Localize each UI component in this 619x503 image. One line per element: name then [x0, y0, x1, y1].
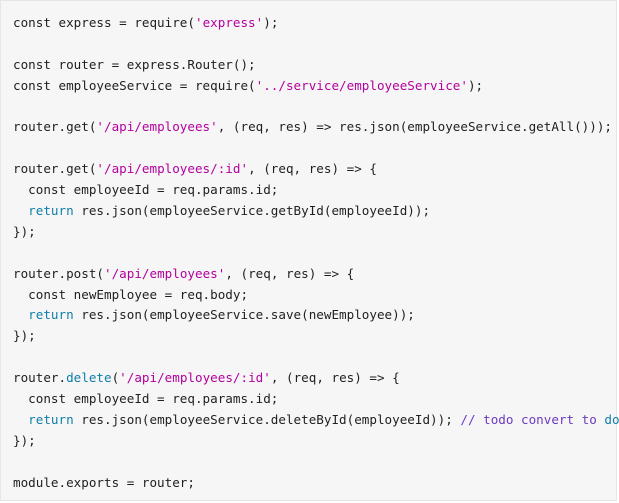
string-literal: '/api/employees' [96, 119, 218, 135]
code-text: res.json(employeeService.getById(employe… [73, 203, 431, 219]
code-line: module.exports = router; [13, 473, 616, 494]
code-text [13, 412, 28, 427]
code-text: module.exports = router; [13, 474, 195, 490]
code-text [13, 307, 28, 322]
code-line: }); [13, 222, 616, 243]
keyword: do [604, 411, 619, 427]
code-text: router.get( [13, 161, 97, 177]
code-text [13, 203, 28, 218]
code-line [13, 243, 616, 264]
code-line: const employeeService = require('../serv… [13, 76, 616, 97]
code-text: const express = require( [13, 15, 195, 30]
code-text: }); [13, 432, 36, 448]
code-line [13, 138, 616, 159]
code-line: router.delete('/api/employees/:id', (req… [13, 368, 616, 389]
code-line [13, 452, 616, 473]
keyword: return [28, 203, 74, 219]
code-line: const employeeId = req.params.id; [13, 389, 616, 410]
code-line: return res.json(employeeService.getById(… [13, 201, 616, 222]
code-line [13, 34, 616, 55]
string-literal: '/api/employees/:id' [96, 161, 249, 177]
code-text: ( [111, 370, 120, 386]
keyword: return [28, 411, 74, 427]
code-text: , (req, res) => { [225, 265, 355, 281]
code-text: const employeeId = req.params.id; [13, 182, 279, 198]
code-text: }); [13, 328, 36, 344]
code-line: const router = express.Router(); [13, 55, 616, 76]
code-text: const employeeId = req.params.id; [13, 391, 279, 407]
code-text: router.post( [13, 265, 104, 281]
code-text: router. [13, 370, 67, 386]
code-line: router.post('/api/employees', (req, res)… [13, 264, 616, 285]
code-text: ); [467, 77, 484, 93]
code-text: , (req, res) => { [248, 161, 377, 177]
code-line: router.get('/api/employees', (req, res) … [13, 117, 616, 138]
code-text: , (req, res) => { [270, 370, 400, 386]
code-text: ); [263, 15, 279, 30]
string-literal: '../service/employeeService' [255, 77, 468, 93]
code-line: const newEmployee = req.body; [13, 285, 616, 306]
code-text: res.json(employeeService.deleteById(empl… [73, 411, 461, 427]
keyword: delete [66, 370, 112, 386]
string-literal: '/api/employees/:id' [119, 370, 271, 386]
code-line [13, 97, 616, 118]
code-line: }); [13, 431, 616, 452]
code-content: const express = require('express');const… [13, 13, 619, 494]
string-literal: '/api/employees' [104, 265, 226, 281]
string-literal: 'express' [194, 15, 264, 30]
code-line: router.get('/api/employees/:id', (req, r… [13, 159, 616, 180]
code-line: return res.json(employeeService.save(new… [13, 305, 616, 326]
code-text: const employeeService = require( [13, 77, 256, 93]
code-text: const newEmployee = req.body; [13, 286, 249, 302]
code-line [13, 347, 616, 368]
code-text: res.json(employeeService.save(newEmploye… [73, 307, 415, 323]
code-text: const router = express.Router(); [13, 56, 256, 72]
code-line: const employeeId = req.params.id; [13, 180, 616, 201]
code-text: , (req, res) => res.json(employeeService… [217, 119, 613, 135]
code-line: }); [13, 326, 616, 347]
code-line: const express = require('express'); [13, 13, 616, 34]
code-text: }); [13, 223, 36, 239]
comment: // todo convert to [460, 411, 605, 427]
code-text: router.get( [13, 119, 97, 135]
code-line: return res.json(employeeService.deleteBy… [13, 410, 619, 431]
keyword: return [28, 307, 74, 323]
